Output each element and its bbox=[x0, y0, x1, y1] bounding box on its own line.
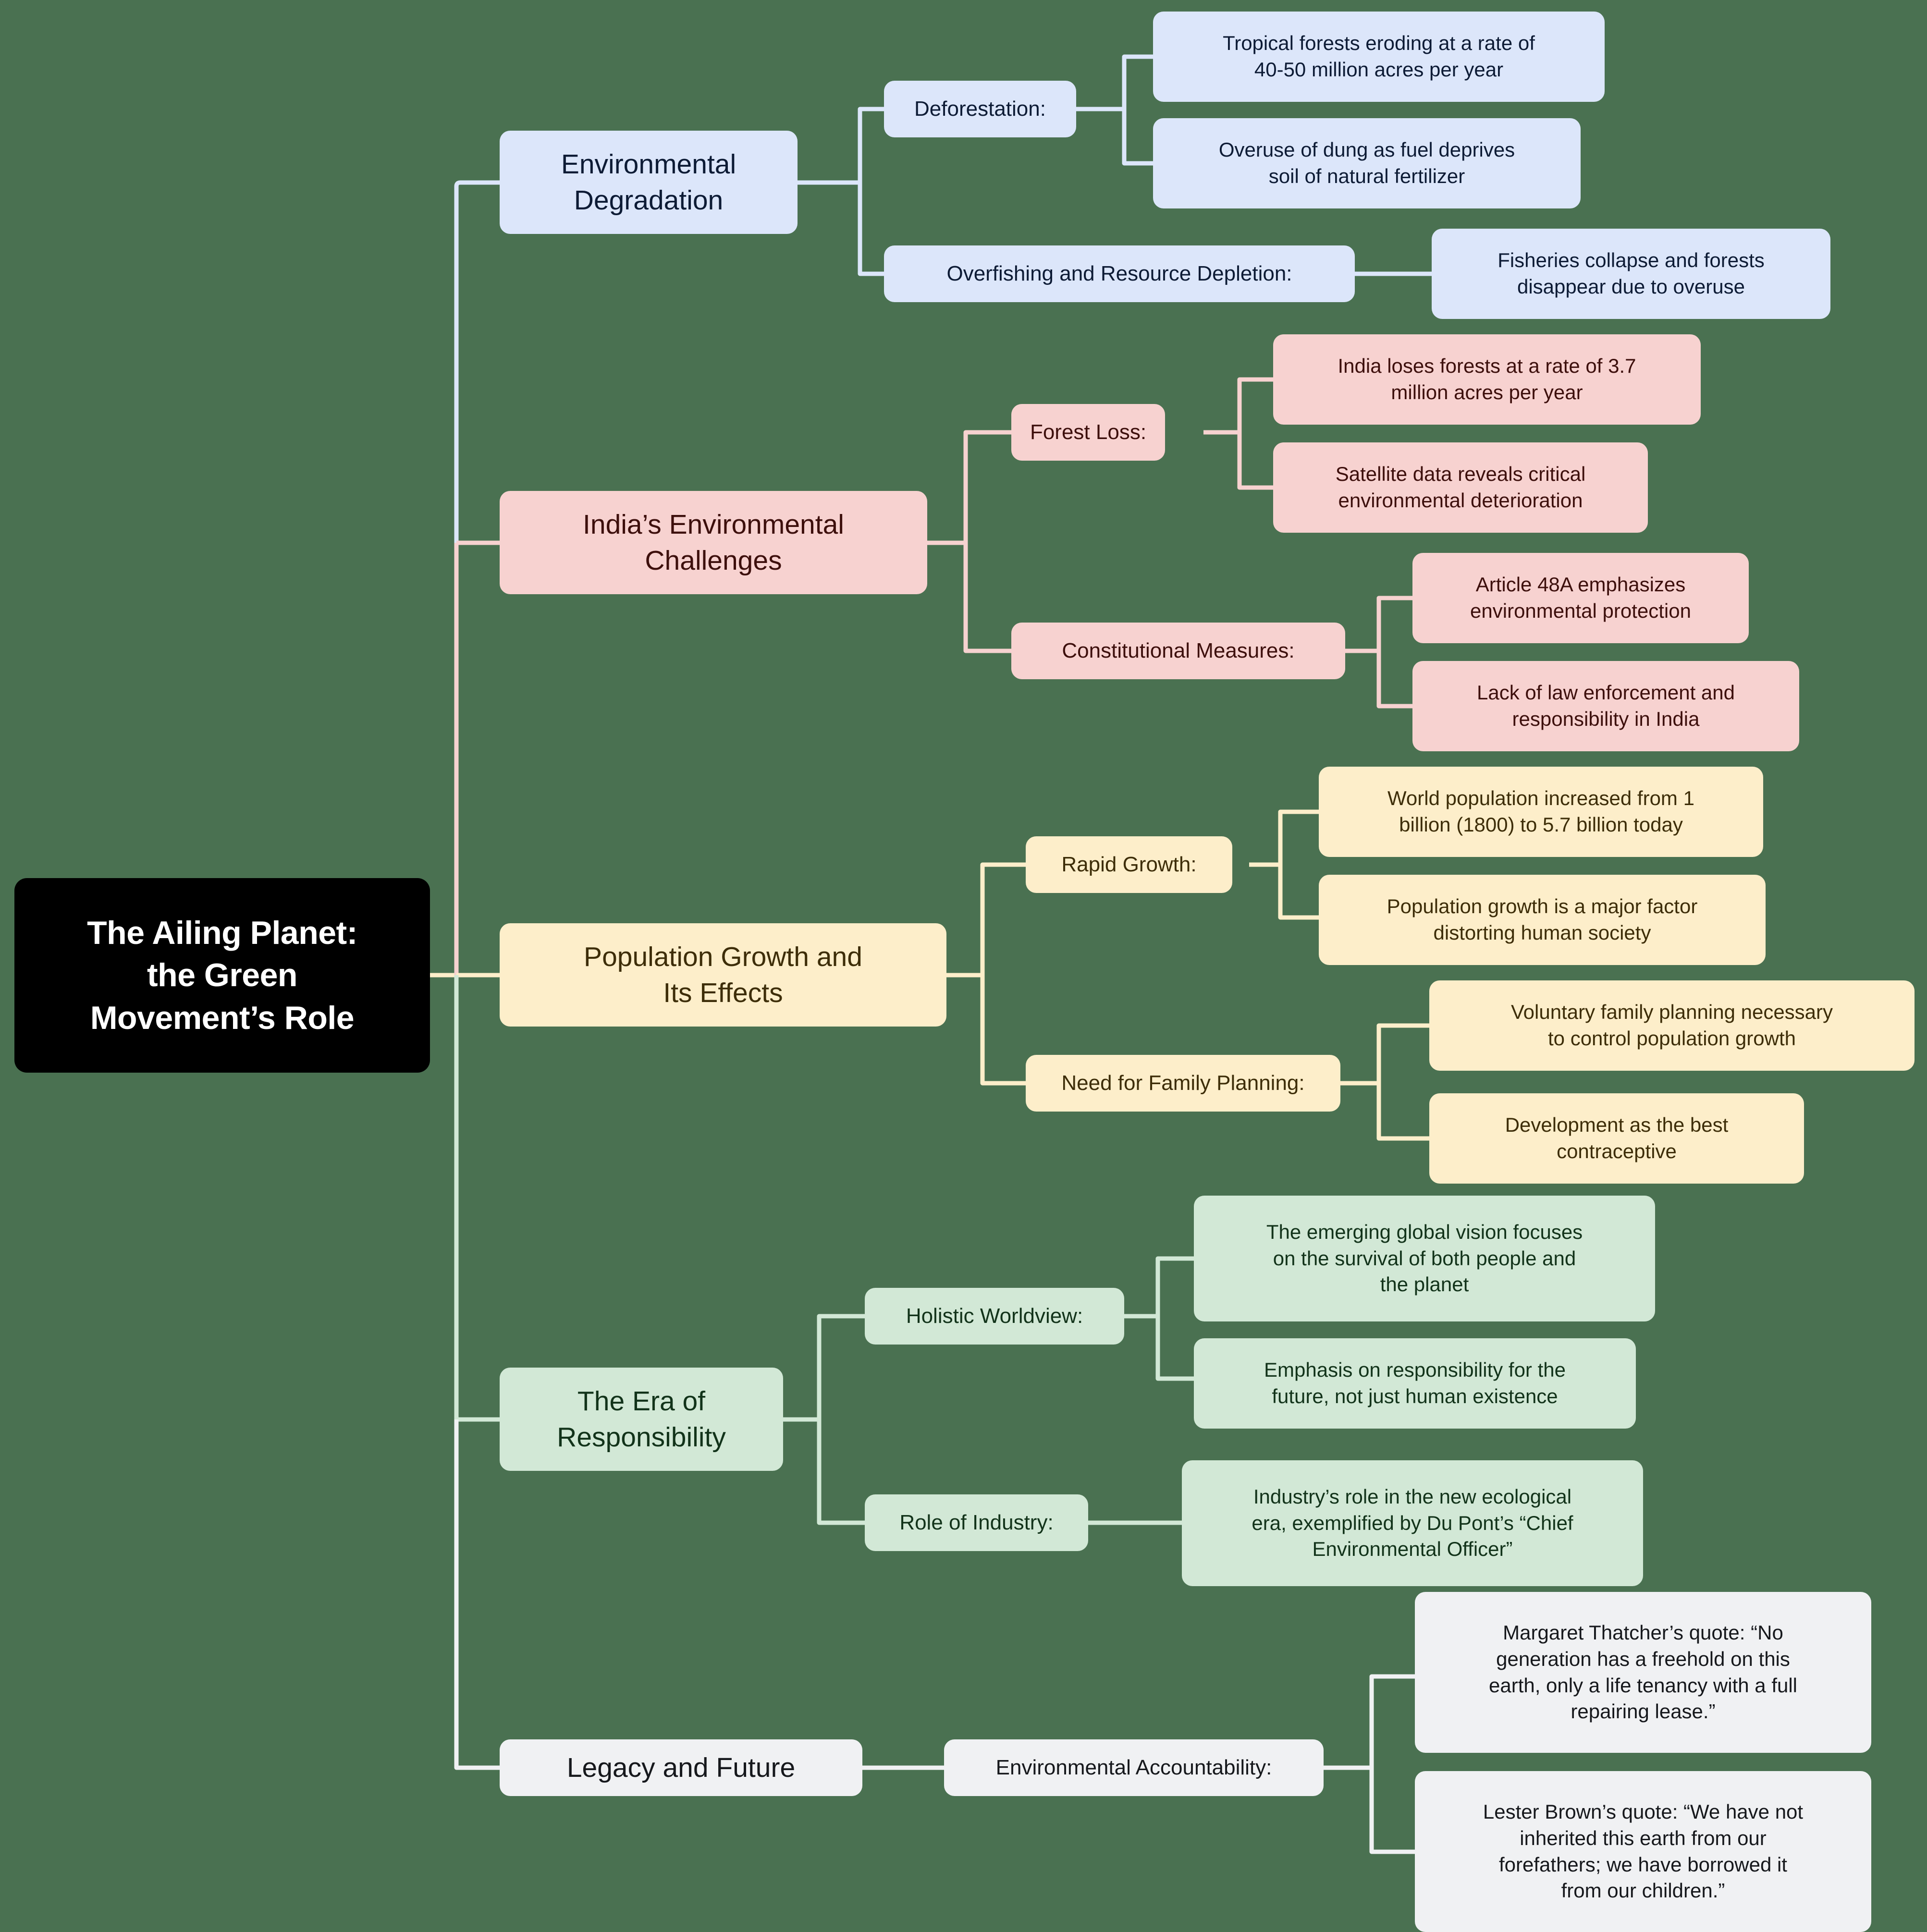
leaf-development-best-contraceptive[interactable]: Development as the best contraceptive bbox=[1429, 1093, 1804, 1184]
branch-label: Legacy and Future bbox=[566, 1752, 796, 1783]
leaf-lack-of-law-enforcement[interactable]: Lack of law enforcement and responsibili… bbox=[1412, 661, 1799, 751]
subnode-label: Rapid Growth: bbox=[1061, 853, 1197, 877]
leaf-india-loses-forests[interactable]: India loses forests at a rate of 3.7 mil… bbox=[1273, 334, 1701, 425]
leaf-label: Emphasis on responsibility for the futur… bbox=[1264, 1358, 1566, 1407]
subnode-rapid-growth[interactable]: Rapid Growth: bbox=[1026, 836, 1232, 893]
branch-label: The Era of Responsibility bbox=[557, 1386, 726, 1453]
subnode-constitutional-measures[interactable]: Constitutional Measures: bbox=[1011, 623, 1345, 679]
leaf-world-population-increased[interactable]: World population increased from 1 billio… bbox=[1319, 767, 1763, 857]
subnode-label: Environmental Accountability: bbox=[995, 1756, 1272, 1780]
root-node-label: The Ailing Planet: the Green Movement’s … bbox=[87, 914, 357, 1036]
branch-node-the-era-of-responsibility[interactable]: The Era of Responsibility bbox=[500, 1368, 783, 1471]
subnode-label: Role of Industry: bbox=[899, 1511, 1054, 1535]
leaf-tropical-forests-eroding[interactable]: Tropical forests eroding at a rate of 40… bbox=[1153, 12, 1605, 102]
leaf-industrys-role[interactable]: Industry’s role in the new ecological er… bbox=[1182, 1460, 1643, 1586]
subnode-environmental-accountability[interactable]: Environmental Accountability: bbox=[944, 1739, 1324, 1796]
subnode-deforestation[interactable]: Deforestation: bbox=[884, 81, 1076, 137]
leaf-satellite-data[interactable]: Satellite data reveals critical environm… bbox=[1273, 442, 1648, 533]
subnode-role-of-industry[interactable]: Role of Industry: bbox=[865, 1494, 1088, 1551]
leaf-label: Tropical forests eroding at a rate of 40… bbox=[1223, 32, 1535, 81]
leaf-label: Article 48A emphasizes environmental pro… bbox=[1470, 573, 1691, 622]
branch-label: Population Growth and Its Effects bbox=[584, 942, 862, 1008]
leaf-emerging-global-vision[interactable]: The emerging global vision focuses on th… bbox=[1194, 1196, 1655, 1321]
leaf-label: Margaret Thatcher’s quote: “No generatio… bbox=[1488, 1621, 1798, 1723]
subnode-label: Forest Loss: bbox=[1030, 420, 1147, 444]
leaf-label: Industry’s role in the new ecological er… bbox=[1252, 1485, 1573, 1561]
leaf-fisheries-collapse[interactable]: Fisheries collapse and forests disappear… bbox=[1432, 229, 1830, 319]
leaf-label: Lester Brown’s quote: “We have not inher… bbox=[1483, 1800, 1804, 1902]
branch-label: India’s Environmental Challenges bbox=[583, 509, 844, 576]
branch-node-population-growth-and-its-effects[interactable]: Population Growth and Its Effects bbox=[500, 923, 946, 1027]
leaf-label: Population growth is a major factor dist… bbox=[1387, 895, 1698, 944]
leaf-article-48a[interactable]: Article 48A emphasizes environmental pro… bbox=[1412, 553, 1749, 643]
leaf-label: India loses forests at a rate of 3.7 mil… bbox=[1338, 355, 1636, 404]
branch-node-indias-environmental-challenges[interactable]: India’s Environmental Challenges bbox=[500, 491, 927, 594]
leaf-label: World population increased from 1 billio… bbox=[1387, 787, 1694, 836]
subnode-forest-loss[interactable]: Forest Loss: bbox=[1011, 404, 1165, 461]
leaf-label: Development as the best contraceptive bbox=[1505, 1113, 1729, 1162]
subnode-need-for-family-planning[interactable]: Need for Family Planning: bbox=[1026, 1055, 1340, 1112]
leaf-voluntary-family-planning[interactable]: Voluntary family planning necessary to c… bbox=[1429, 980, 1915, 1071]
leaf-emphasis-on-responsibility[interactable]: Emphasis on responsibility for the futur… bbox=[1194, 1338, 1636, 1429]
subnode-label: Need for Family Planning: bbox=[1061, 1071, 1305, 1095]
leaf-lester-brown-quote[interactable]: Lester Brown’s quote: “We have not inher… bbox=[1415, 1771, 1871, 1932]
branch-node-legacy-and-future[interactable]: Legacy and Future bbox=[500, 1739, 862, 1796]
leaf-overuse-of-dung[interactable]: Overuse of dung as fuel deprives soil of… bbox=[1153, 118, 1581, 208]
branch-label: Environmental Degradation bbox=[561, 149, 736, 216]
leaf-label: Lack of law enforcement and responsibili… bbox=[1477, 681, 1735, 730]
leaf-label: Satellite data reveals critical environm… bbox=[1335, 463, 1586, 512]
subnode-label: Overfishing and Resource Depletion: bbox=[946, 262, 1292, 286]
leaf-label: The emerging global vision focuses on th… bbox=[1266, 1221, 1583, 1296]
leaf-population-growth-major-factor[interactable]: Population growth is a major factor dist… bbox=[1319, 875, 1766, 965]
leaf-label: Voluntary family planning necessary to c… bbox=[1510, 1001, 1833, 1050]
subnode-holistic-worldview[interactable]: Holistic Worldview: bbox=[865, 1288, 1124, 1345]
subnode-label: Constitutional Measures: bbox=[1062, 639, 1295, 663]
subnode-label: Holistic Worldview: bbox=[906, 1304, 1083, 1328]
root-node[interactable]: The Ailing Planet: the Green Movement’s … bbox=[14, 878, 430, 1073]
branch-node-environmental-degradation[interactable]: Environmental Degradation bbox=[500, 131, 798, 234]
subnode-label: Deforestation: bbox=[914, 97, 1046, 121]
leaf-label: Fisheries collapse and forests disappear… bbox=[1497, 249, 1765, 298]
leaf-label: Overuse of dung as fuel deprives soil of… bbox=[1218, 138, 1515, 187]
subnode-overfishing-resource-depletion[interactable]: Overfishing and Resource Depletion: bbox=[884, 245, 1355, 302]
leaf-thatcher-quote[interactable]: Margaret Thatcher’s quote: “No generatio… bbox=[1415, 1592, 1871, 1753]
